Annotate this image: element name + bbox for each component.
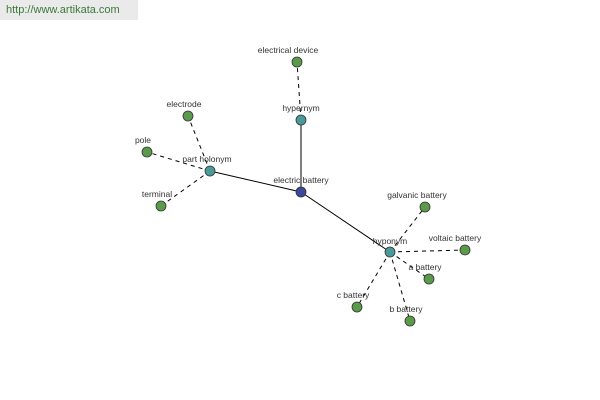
node-c-battery[interactable] (351, 301, 363, 313)
edge-hyponym-to-galvanic-battery (389, 206, 426, 253)
node-electrical-device[interactable] (291, 56, 303, 68)
edge-hyponym-to-voltaic-battery (389, 249, 466, 253)
node-galvanic-battery[interactable] (419, 201, 431, 213)
node-label-hyponym[interactable]: hyponym (373, 236, 408, 246)
node-label-electrode[interactable]: electrode (167, 99, 202, 109)
edge-electric-battery-to-hyponym (300, 191, 391, 253)
node-label-galvanic-battery[interactable]: galvanic battery (387, 190, 447, 200)
edge-part-holonym-to-terminal (160, 170, 211, 207)
edge-hypernym-to-electrical-device (296, 61, 302, 121)
edge-part-holonym-to-pole (146, 151, 211, 172)
node-terminal[interactable] (155, 200, 167, 212)
node-label-electrical-device[interactable]: electrical device (258, 45, 319, 55)
edge-hyponym-to-b-battery (389, 251, 411, 322)
edge-hyponym-to-c-battery (356, 251, 391, 308)
node-hypernym[interactable] (295, 114, 307, 126)
node-part-holonym[interactable] (204, 165, 216, 177)
node-label-a-battery[interactable]: a battery (408, 262, 442, 272)
node-label-voltaic-battery[interactable]: voltaic battery (429, 233, 482, 243)
node-electric-battery[interactable] (295, 186, 307, 198)
edge-electric-battery-to-part-holonym (209, 170, 302, 193)
node-b-battery[interactable] (404, 315, 416, 327)
edge-layer (146, 61, 466, 322)
node-a-battery[interactable] (423, 273, 435, 285)
label-layer: electric battery hypernym part holonym hypo… (135, 45, 482, 314)
node-label-electric-battery[interactable]: electric battery (273, 175, 329, 185)
node-layer (141, 56, 471, 327)
site-url[interactable]: http://www.artikata.com (0, 0, 138, 20)
node-label-b-battery[interactable]: b battery (389, 304, 423, 314)
node-label-c-battery[interactable]: c battery (337, 290, 370, 300)
node-label-hypernym[interactable]: hypernym (282, 103, 319, 113)
node-label-part-holonym[interactable]: part holonym (182, 154, 231, 164)
node-label-pole[interactable]: pole (135, 135, 151, 145)
node-hyponym[interactable] (384, 246, 396, 258)
node-label-terminal[interactable]: terminal (142, 189, 172, 199)
node-pole[interactable] (141, 146, 153, 158)
node-electrode[interactable] (182, 110, 194, 122)
edge-part-holonym-to-electrode (187, 115, 211, 172)
node-voltaic-battery[interactable] (459, 244, 471, 256)
